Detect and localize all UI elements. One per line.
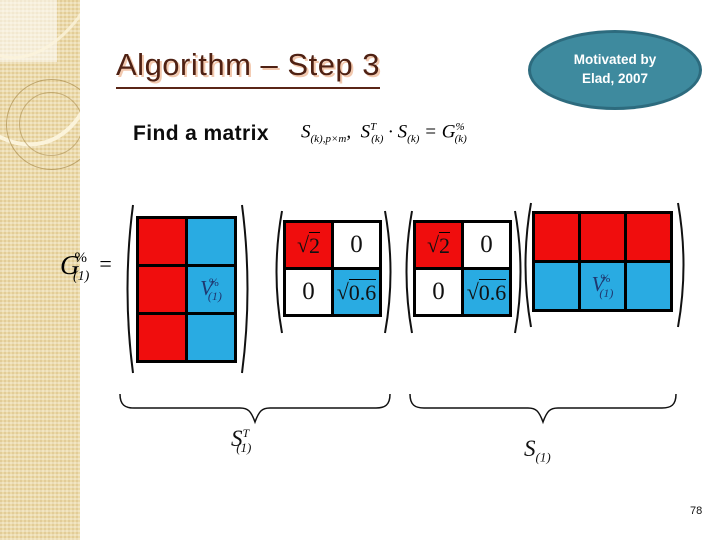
- formula-g-sub: (k): [454, 133, 467, 146]
- matrix-cell: 0: [464, 223, 509, 267]
- formula-s1: S: [301, 121, 311, 143]
- circle-outline-icon: [19, 92, 80, 156]
- matrix-S1: V%(1): [532, 211, 673, 312]
- formula-s3-sub: (k): [407, 133, 420, 146]
- matrix-G1: V%(1): [136, 216, 237, 363]
- matrix-cell: 0: [286, 270, 331, 314]
- constraint-formula: S(k),p×m, ST(k) · S(k) = G%(k): [301, 121, 467, 145]
- lhs-g-pct: %: [74, 250, 88, 266]
- matrix-S1T-values: √2 0 0 √0.6: [283, 220, 382, 317]
- matrix-cell: √0.6: [464, 270, 509, 314]
- matrix-cell: 0: [416, 270, 461, 314]
- formula-dot: ·: [388, 121, 393, 143]
- v-tilde-label: V%(1): [591, 271, 614, 300]
- underbrace-icon: [119, 393, 391, 425]
- close-paren-icon: [677, 202, 685, 328]
- matrix-cell: [627, 263, 670, 309]
- formula-s1-sub: (k),p×m: [310, 133, 347, 146]
- open-paren-icon: [126, 204, 134, 374]
- formula-s2-sup: T: [370, 121, 377, 133]
- matrix-cell: [139, 315, 185, 360]
- matrix-cell: [627, 214, 670, 260]
- matrix-cell: [188, 219, 234, 264]
- matrix-cell: [139, 219, 185, 264]
- matrix-cell: [139, 267, 185, 312]
- page-number: 78: [690, 505, 703, 517]
- motivation-callout: Motivated by Elad, 2007: [528, 30, 702, 110]
- open-paren-icon: [405, 210, 413, 334]
- formula-g: G: [441, 121, 456, 143]
- close-paren-icon: [241, 204, 249, 374]
- formula-s3: S: [397, 121, 408, 143]
- matrix-cell: √2: [416, 223, 461, 267]
- matrix-cell: V%(1): [188, 267, 234, 312]
- label-S1: S(1): [524, 436, 551, 465]
- open-paren-icon: [275, 210, 283, 334]
- find-matrix-text: Find a matrix: [133, 122, 269, 145]
- slide-title: Algorithm – Step 3: [116, 47, 381, 89]
- sidebar-decoration: [0, 0, 80, 540]
- matrix-S1T-values-2: √2 0 0 √0.6: [413, 220, 512, 317]
- formula-equals: =: [424, 121, 437, 143]
- lhs-g: G: [60, 250, 80, 280]
- lhs-equals: =: [99, 251, 112, 276]
- lhs-g-equation: G% (1) =: [60, 250, 112, 285]
- formula-comma: ,: [346, 121, 352, 143]
- close-paren-icon: [514, 210, 522, 334]
- close-paren-icon: [384, 210, 392, 334]
- underbrace-icon: [409, 393, 677, 425]
- matrix-cell: √0.6: [334, 270, 379, 314]
- label-S1-transpose: ST(1): [231, 426, 252, 455]
- matrix-cell: [535, 214, 578, 260]
- callout-line1: Motivated by: [573, 52, 657, 68]
- matrix-cell: V%(1): [581, 263, 624, 309]
- formula-s2-sub: (k): [371, 133, 384, 146]
- sidebar-highlight-rect: [0, 0, 57, 62]
- matrix-cell: √2: [286, 223, 331, 267]
- matrix-cell: [188, 315, 234, 360]
- v-tilde-label: V%(1): [200, 274, 222, 304]
- matrix-cell: [535, 263, 578, 309]
- open-paren-icon: [524, 202, 532, 328]
- formula-s2: S: [360, 121, 371, 143]
- matrix-cell: [581, 214, 624, 260]
- matrix-cell: 0: [334, 223, 379, 267]
- formula-g-pct: %: [455, 121, 465, 133]
- lhs-g-sub: (1): [73, 269, 90, 285]
- callout-line2: Elad, 2007: [581, 71, 649, 86]
